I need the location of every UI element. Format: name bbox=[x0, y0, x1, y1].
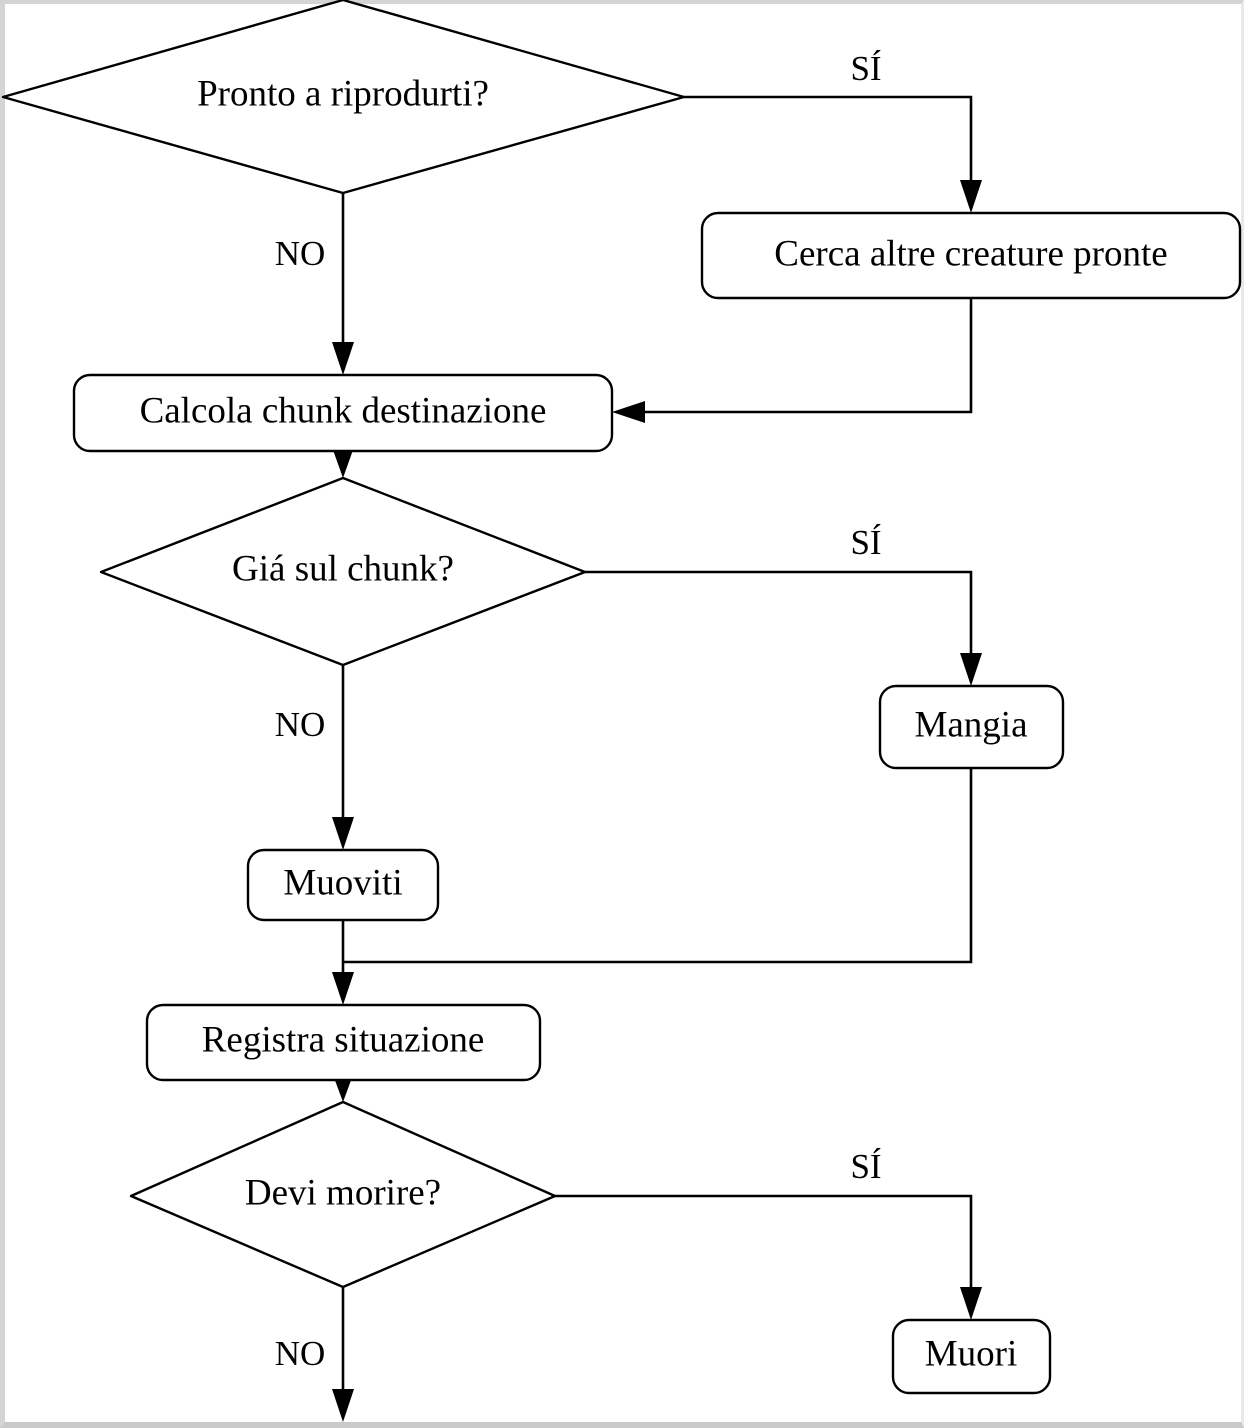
node-devi-morire[interactable]: Devi morire? bbox=[129, 1100, 557, 1289]
edge-pronto-si bbox=[684, 95, 982, 213]
edge-cerca-to-calcola bbox=[612, 298, 973, 423]
edge-registra-to-morire bbox=[333, 1075, 353, 1102]
node-label-gia-sul-chunk: Giá sul chunk? bbox=[232, 548, 454, 589]
edge-label-pronto-no: NO bbox=[275, 234, 326, 273]
edge-label-chunk-si: SÍ bbox=[850, 523, 881, 562]
edge-label-morire-si: SÍ bbox=[850, 1147, 881, 1186]
edge-calcola-to-gia bbox=[333, 450, 353, 478]
node-label-pronto-a-riprodurti: Pronto a riprodurti? bbox=[197, 73, 489, 114]
node-label-registra-situazione: Registra situazione bbox=[202, 1019, 485, 1060]
edge-mangia-merge bbox=[343, 768, 973, 964]
node-calcola-chunk-destinazione[interactable]: Calcola chunk destinazione bbox=[72, 373, 614, 453]
edge-morire-no bbox=[332, 1287, 354, 1422]
edge-chunk-no bbox=[332, 665, 354, 850]
node-label-cerca-altre-creature-pronte: Cerca altre creature pronte bbox=[774, 233, 1167, 274]
node-cerca-altre-creature-pronte[interactable]: Cerca altre creature pronte bbox=[700, 211, 1242, 300]
edge-pronto-no bbox=[332, 193, 354, 375]
edge-label-morire-no: NO bbox=[275, 1334, 326, 1373]
node-gia-sul-chunk[interactable]: Giá sul chunk? bbox=[99, 476, 587, 667]
edge-morire-si bbox=[555, 1194, 982, 1320]
node-label-muoviti: Muoviti bbox=[283, 862, 402, 903]
node-muori[interactable]: Muori bbox=[891, 1318, 1052, 1395]
edge-label-chunk-no: NO bbox=[275, 705, 326, 744]
node-pronto-a-riprodurti[interactable]: Pronto a riprodurti? bbox=[1, 0, 686, 195]
edge-label-pronto-si: SÍ bbox=[850, 49, 881, 88]
edge-muoviti-to-registra bbox=[332, 920, 354, 1005]
node-label-mangia: Mangia bbox=[914, 704, 1027, 745]
node-registra-situazione[interactable]: Registra situazione bbox=[145, 1003, 542, 1082]
node-label-devi-morire: Devi morire? bbox=[245, 1172, 441, 1213]
node-mangia[interactable]: Mangia bbox=[878, 684, 1065, 770]
edge-chunk-si bbox=[585, 570, 982, 686]
node-label-muori: Muori bbox=[925, 1333, 1018, 1374]
node-muoviti[interactable]: Muoviti bbox=[246, 848, 440, 922]
node-label-calcola-chunk-destinazione: Calcola chunk destinazione bbox=[140, 390, 547, 431]
